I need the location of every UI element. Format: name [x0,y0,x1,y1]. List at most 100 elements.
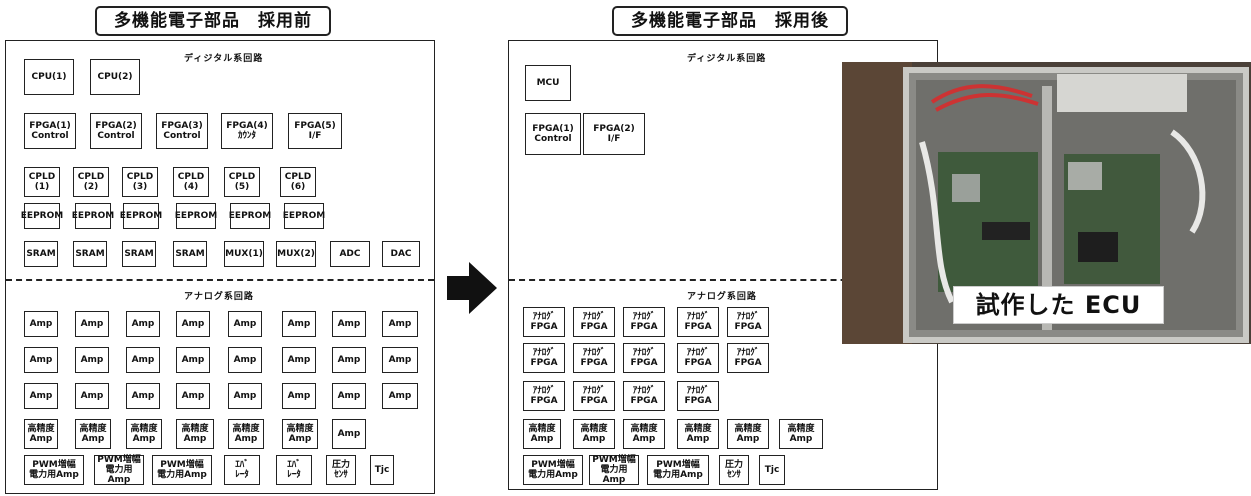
before-analog-component: PWM増幅 電力用Amp [24,455,84,485]
after-analog-component: ｱﾅﾛｸﾞ FPGA [623,381,665,411]
before-analog-component: 高精度 Amp [176,419,214,449]
after-analog-component: 高精度 Amp [623,419,665,449]
before-analog-component: 高精度 Amp [282,419,318,449]
before-digital-component: FPGA(3) Control [156,113,208,149]
after-analog-component: ｱﾅﾛｸﾞ FPGA [677,343,719,373]
before-digital-component: CPLD (2) [73,167,109,197]
before-analog-component: Amp [75,347,109,373]
before-digital-component: SRAM [173,241,207,267]
after-digital-component: MCU [525,65,571,101]
photo-label: 試作した ECU [953,286,1164,324]
before-analog-component: Amp [228,311,262,337]
before-analog-component: Amp [75,383,109,409]
before-analog-component: PWM増幅 電力用Amp [152,455,212,485]
after-analog-component: PWM増幅 電力用Amp [647,455,709,485]
before-analog-component: Amp [382,347,418,373]
before-divider [6,279,434,281]
before-analog-component: PWM増幅 電力用Amp [94,455,144,485]
after-analog-component: ｱﾅﾛｸﾞ FPGA [727,343,769,373]
after-analog-component: ｱﾅﾛｸﾞ FPGA [573,343,615,373]
before-digital-component: MUX(2) [276,241,316,267]
before-analog-component: 高精度 Amp [228,419,264,449]
before-analog-component: 高精度 Amp [24,419,58,449]
after-analog-component: ｱﾅﾛｸﾞ FPGA [677,307,719,337]
arrow-right-icon [447,262,497,314]
before-digital-component: DAC [382,241,420,267]
after-analog-component: ｱﾅﾛｸﾞ FPGA [523,307,565,337]
before-digital-component: EEPROM [175,203,217,229]
before-digital-component: SRAM [122,241,156,267]
before-digital-component: EEPROM [120,203,162,229]
after-analog-component: 高精度 Amp [779,419,823,449]
before-analog-component: 高精度 Amp [126,419,162,449]
before-analog-component: Amp [332,383,366,409]
before-analog-component: Amp [382,383,418,409]
before-analog-component: Amp [75,311,109,337]
before-analog-component: Amp [282,383,316,409]
after-title: 多機能電子部品 採用後 [612,6,848,36]
before-analog-component: Amp [24,347,58,373]
before-digital-component: SRAM [73,241,107,267]
after-analog-title: アナログ系回路 [687,292,757,302]
after-analog-component: ｱﾅﾛｸﾞ FPGA [623,343,665,373]
before-digital-component: CPLD (5) [224,167,260,197]
before-analog-component: Amp [126,383,160,409]
before-analog-component: Amp [332,347,366,373]
after-analog-component: ｱﾅﾛｸﾞ FPGA [623,307,665,337]
before-analog-component: Amp [382,311,418,337]
after-digital-component: FPGA(2) I/F [583,113,645,155]
after-analog-component: 高精度 Amp [573,419,615,449]
before-digital-component: CPLD (6) [280,167,316,197]
before-digital-component: FPGA(4) ｶｳﾝﾀ [221,113,273,149]
before-digital-component: EEPROM [21,203,63,229]
before-digital-component: EEPROM [72,203,114,229]
before-analog-component: ｴﾊﾞ ﾚｰﾀ [224,455,260,485]
after-analog-component: PWM増幅 電力用Amp [589,455,639,485]
after-analog-component: 高精度 Amp [677,419,719,449]
before-panel: ディジタル系回路 アナログ系回路 CPU(1) CPU(2) FPGA(1) Con… [5,40,435,494]
before-analog-component: Amp [332,419,366,449]
after-analog-component: Tjc [759,455,785,485]
after-analog-component: 圧力 ｾﾝｻ [719,455,749,485]
after-analog-component: ｱﾅﾛｸﾞ FPGA [727,307,769,337]
before-title: 多機能電子部品 採用前 [95,6,331,36]
before-digital-component: CPLD (3) [122,167,158,197]
before-digital-component: FPGA(1) Control [24,113,76,149]
before-digital-component: CPU(1) [24,59,74,95]
before-analog-component: Amp [24,383,58,409]
after-digital-component: FPGA(1) Control [525,113,581,155]
before-analog-title: アナログ系回路 [184,292,254,302]
before-analog-component: Amp [176,311,210,337]
before-analog-component: Amp [176,383,210,409]
before-digital-component: FPGA(2) Control [90,113,142,149]
after-analog-component: ｱﾅﾛｸﾞ FPGA [523,343,565,373]
before-analog-component: Amp [228,383,262,409]
after-analog-component: PWM増幅 電力用Amp [523,455,583,485]
before-digital-component: CPLD (1) [24,167,60,197]
before-digital-component: CPU(2) [90,59,140,95]
before-digital-component: EEPROM [283,203,325,229]
before-analog-component: 高精度 Amp [75,419,111,449]
before-analog-component: Amp [24,311,58,337]
before-analog-component: Amp [126,311,160,337]
after-analog-component: ｱﾅﾛｸﾞ FPGA [523,381,565,411]
after-analog-component: ｱﾅﾛｸﾞ FPGA [573,307,615,337]
before-analog-component: Amp [282,347,316,373]
after-analog-component: ｱﾅﾛｸﾞ FPGA [677,381,719,411]
ecu-photo [842,62,1251,344]
before-analog-component: Amp [228,347,262,373]
after-analog-component: 高精度 Amp [523,419,561,449]
after-divider [509,279,937,281]
after-digital-title: ディジタル系回路 [687,54,767,64]
before-digital-component: FPGA(5) I/F [288,113,342,149]
before-analog-component: Amp [332,311,366,337]
before-analog-component: 圧力 ｾﾝｻ [326,455,356,485]
before-digital-component: MUX(1) [224,241,264,267]
before-analog-component: Amp [176,347,210,373]
after-analog-component: ｱﾅﾛｸﾞ FPGA [573,381,615,411]
before-analog-component: ｴﾊﾞ ﾚｰﾀ [276,455,312,485]
before-analog-component: Amp [282,311,316,337]
before-digital-title: ディジタル系回路 [184,54,264,64]
before-digital-component: SRAM [24,241,58,267]
before-digital-component: ADC [330,241,370,267]
